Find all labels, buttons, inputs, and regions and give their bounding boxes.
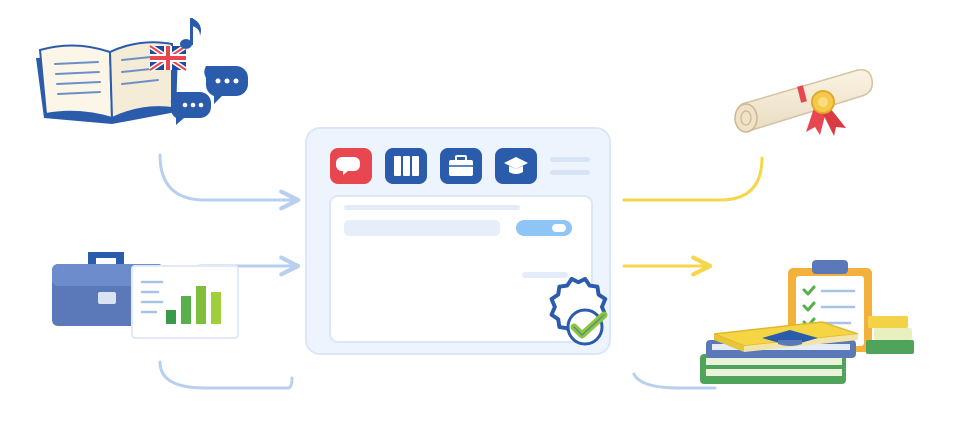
toolbar-line [550, 170, 590, 175]
connector-english-to-hub [158, 153, 301, 211]
business-analytics-illustration [52, 252, 239, 339]
study-materials-illustration [700, 260, 914, 384]
ribbon-seal-icon [806, 90, 846, 136]
bar-chart-icon [131, 265, 239, 339]
english-learning-illustration [36, 18, 248, 125]
chat-bubble-icon [170, 66, 248, 125]
toggle-switch[interactable] [516, 220, 572, 236]
connector-bottom-right [632, 372, 717, 390]
graduation-cap-icon [762, 330, 818, 346]
graduation-cap-icon [504, 157, 528, 174]
diploma-scroll-icon [734, 68, 874, 133]
chat-icon [335, 157, 360, 175]
connector-hub-to-certificate [622, 156, 764, 202]
briefcase-icon [449, 155, 473, 176]
output-connectors [622, 156, 764, 277]
hub-window [305, 127, 611, 355]
columns-icon [394, 156, 419, 176]
tab-graduation[interactable] [495, 148, 537, 184]
tab-briefcase[interactable] [440, 148, 482, 184]
uk-flag-icon [148, 43, 188, 73]
content-line [522, 272, 568, 278]
gear-check-icon [549, 276, 608, 346]
tab-chat[interactable] [330, 148, 372, 184]
hub-content-panel [329, 195, 593, 343]
toolbar-line [550, 157, 590, 162]
search-bar[interactable] [344, 220, 500, 236]
music-note-icon [180, 18, 201, 49]
connector-bottom-left [158, 360, 294, 390]
tab-columns[interactable] [385, 148, 427, 184]
content-line [344, 205, 520, 210]
hub-toolbar [330, 148, 590, 184]
book-stack-icon [700, 316, 914, 384]
certificate-illustration [734, 68, 874, 136]
